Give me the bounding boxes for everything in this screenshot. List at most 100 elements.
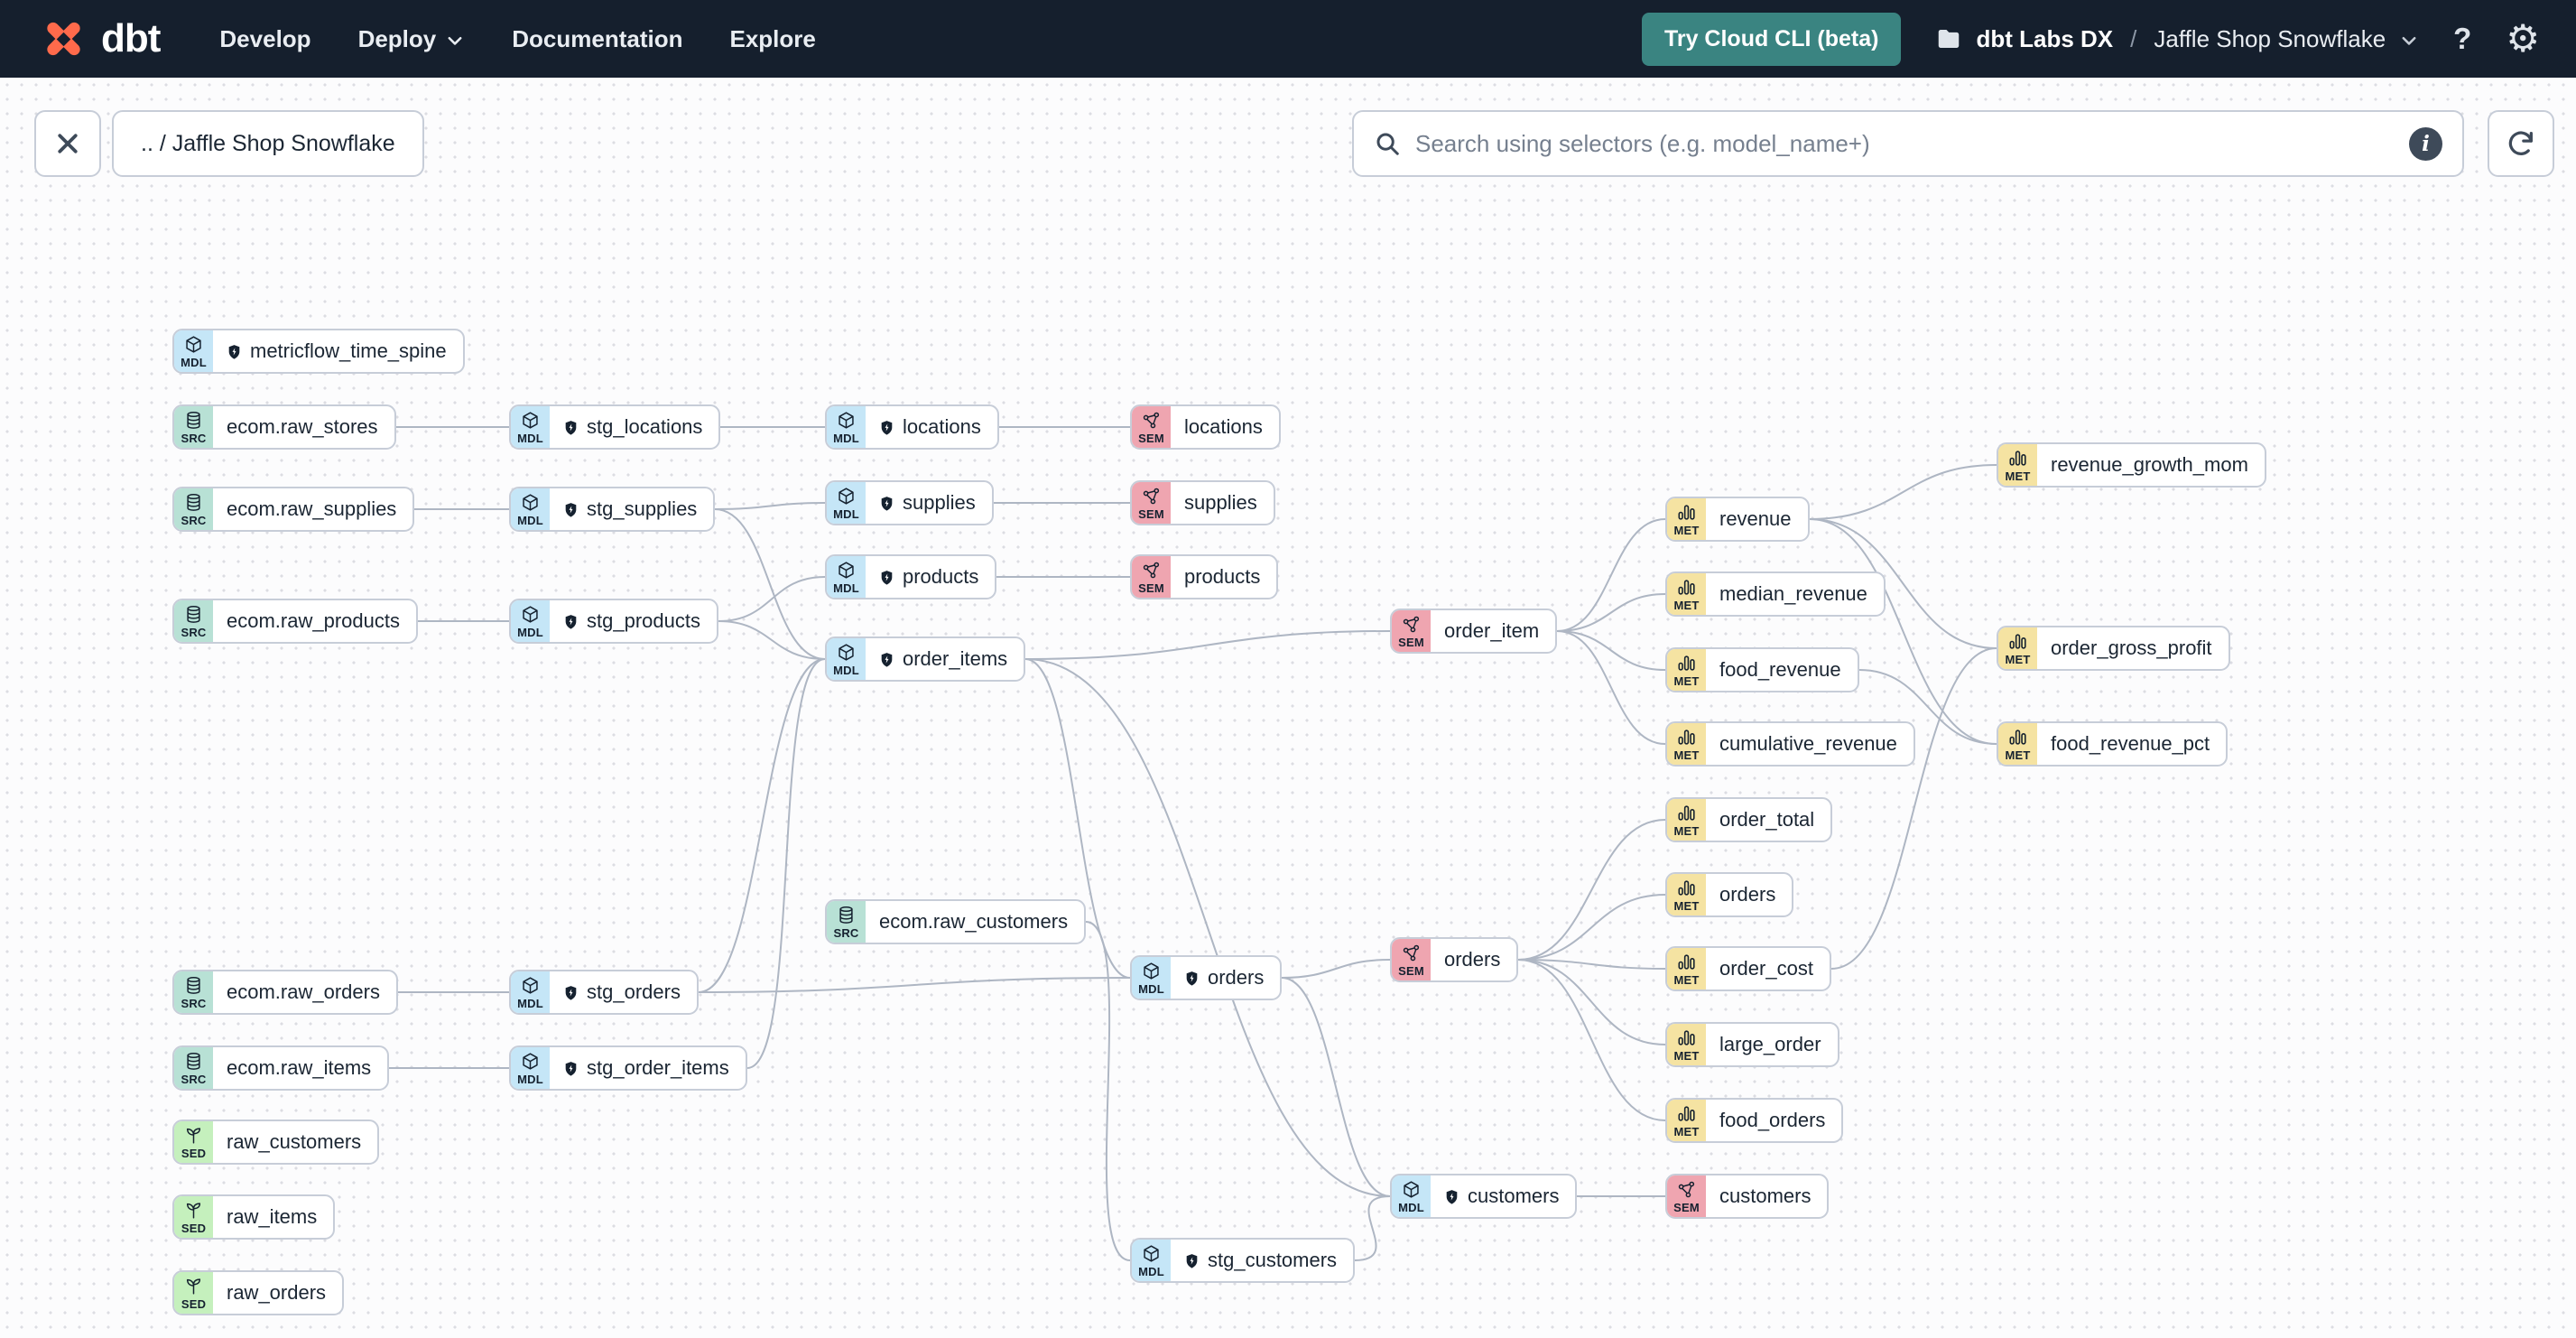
breadcrumb[interactable]: .. / Jaffle Shop Snowflake xyxy=(112,110,424,177)
shield-icon xyxy=(563,984,579,1001)
node-type-label: MDL xyxy=(517,431,543,445)
help-button[interactable]: ? xyxy=(2453,22,2471,56)
project-switcher[interactable]: dbt Labs DX / Jaffle Shop Snowflake xyxy=(1935,25,2419,53)
nav-item-documentation[interactable]: Documentation xyxy=(512,25,682,53)
refresh-button[interactable] xyxy=(2488,110,2554,177)
semantic-badge: SEM xyxy=(1132,556,1171,598)
node-type-label: MET xyxy=(1673,1048,1700,1063)
nav-item-explore[interactable]: Explore xyxy=(729,25,815,53)
node-type-label: SED xyxy=(181,1296,207,1311)
breadcrumb-separator: / xyxy=(2130,24,2137,52)
node-label: locations xyxy=(1171,406,1279,448)
node-label: customers xyxy=(1431,1175,1575,1217)
node-label: stg_supplies xyxy=(550,488,713,530)
node-label: order_item xyxy=(1431,610,1555,652)
edge-met_revenue-to-met_order_gross_profit xyxy=(1809,518,1997,649)
node-type-label: MET xyxy=(1673,898,1700,913)
node-name-text: order_gross_profit xyxy=(2051,636,2212,659)
node-stg_locations[interactable]: MDL stg_locations xyxy=(509,404,721,450)
settings-button[interactable]: ⚙ xyxy=(2506,20,2540,58)
node-name-text: revenue xyxy=(1719,507,1792,530)
node-label: metricflow_time_spine xyxy=(213,330,463,372)
lineage-canvas[interactable]: .. / Jaffle Shop Snowflake i MDLmetricfl… xyxy=(0,78,2576,1338)
node-name-text: products xyxy=(1184,565,1261,588)
node-type-label: SRC xyxy=(181,1072,207,1086)
metric-icon xyxy=(1677,654,1696,673)
node-label: products xyxy=(866,556,995,598)
node-label: order_gross_profit xyxy=(2037,627,2229,669)
model-icon xyxy=(1142,1244,1161,1263)
close-lineage-button[interactable] xyxy=(34,110,101,177)
metric-icon xyxy=(2008,728,2027,747)
try-cloud-cli-button[interactable]: Try Cloud CLI (beta) xyxy=(1641,12,1902,66)
info-icon[interactable]: i xyxy=(2409,126,2442,161)
node-met_large_order[interactable]: MET large_order xyxy=(1665,1022,1839,1067)
model-icon xyxy=(184,335,203,354)
metric-icon xyxy=(1677,952,1696,971)
source-icon xyxy=(184,411,203,430)
model-badge: MDL xyxy=(511,488,550,530)
node-label: large_order xyxy=(1706,1024,1838,1065)
nav-item-develop[interactable]: Develop xyxy=(219,25,310,53)
help-icon: ? xyxy=(2453,22,2472,55)
semantic-icon xyxy=(1142,561,1161,580)
node-label: raw_customers xyxy=(213,1121,377,1163)
node-type-label: MET xyxy=(1673,1124,1700,1138)
nav-item-deploy[interactable]: Deploy xyxy=(358,25,466,53)
node-name-text: orders xyxy=(1208,966,1265,989)
dbt-logo[interactable]: dbt xyxy=(40,15,161,62)
node-type-label: MDL xyxy=(833,663,859,677)
seed-icon xyxy=(184,1277,203,1296)
edge-sem_order_item-to-met_food_revenue xyxy=(1556,630,1666,671)
edge-order_items-to-mdl_orders xyxy=(1024,658,1131,979)
node-type-label: MET xyxy=(1673,674,1700,688)
node-sem_products[interactable]: SEM products xyxy=(1130,554,1279,599)
node-type-label: MDL xyxy=(1138,981,1164,996)
node-mdl_orders[interactable]: MDL orders xyxy=(1130,955,1283,1000)
node-type-label: MET xyxy=(1673,598,1700,612)
node-type-label: MET xyxy=(1673,972,1700,987)
node-name-text: orders xyxy=(1444,948,1501,971)
node-met_food_orders[interactable]: MET food_orders xyxy=(1665,1098,1844,1143)
node-name-text: stg_locations xyxy=(587,415,703,438)
search-input[interactable] xyxy=(1415,129,2395,158)
node-name-text: customers xyxy=(1719,1185,1812,1207)
node-label: food_orders xyxy=(1706,1100,1841,1141)
edge-order_items-to-mdl_customers xyxy=(1024,658,1391,1197)
